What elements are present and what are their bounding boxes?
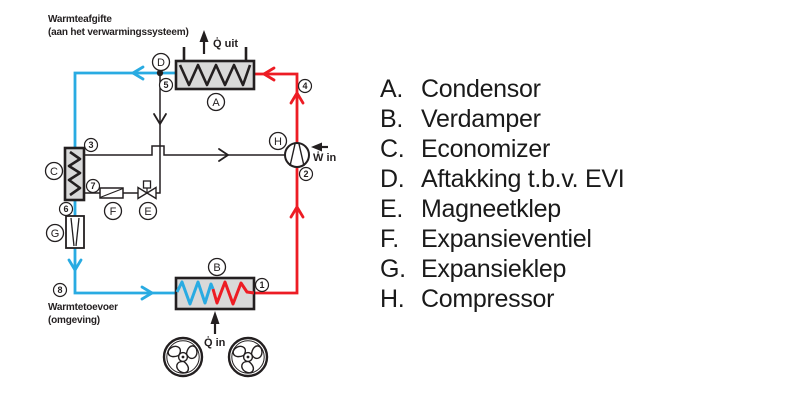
hot-refrigerant-line bbox=[254, 66, 305, 295]
w-in-label: Ẇ in bbox=[313, 151, 336, 164]
q-out-arrow bbox=[199, 30, 209, 54]
state-point-1: 1 bbox=[254, 277, 270, 293]
state-point-8: 8 bbox=[52, 282, 68, 298]
verdamper-hot-coil bbox=[211, 280, 255, 306]
state-point-3: 3 bbox=[83, 137, 99, 153]
legend-letter: B. bbox=[380, 105, 404, 133]
cold-flow-arrow-right bbox=[140, 285, 154, 301]
q-out-label: Q̇ uit bbox=[213, 37, 238, 50]
legend-letter: G. bbox=[380, 255, 406, 283]
evi-flow-arrow-right bbox=[218, 148, 229, 162]
heat-output-label-line2: (aan het verwarmingssysteem) bbox=[48, 26, 189, 38]
component-badge-economizer: C bbox=[44, 161, 64, 181]
heat-output-label: Warmteafgifte (aan het verwarmingssystee… bbox=[48, 14, 189, 39]
state-point-5: 5 bbox=[158, 77, 174, 93]
legend-letter: C. bbox=[380, 135, 405, 163]
legend-letter: A. bbox=[380, 75, 404, 103]
legend-item-compressor: H. Compressor bbox=[380, 284, 624, 314]
legend-letter: H. bbox=[380, 285, 405, 313]
svg-text:7: 7 bbox=[90, 181, 95, 191]
svg-text:5: 5 bbox=[163, 80, 168, 90]
component-badge-magneetklep: E bbox=[138, 201, 158, 221]
legend-item-magneetklep: E. Magneetklep bbox=[380, 194, 624, 224]
verdamper-cold-coil bbox=[175, 280, 215, 306]
legend-label: Magneetklep bbox=[421, 195, 561, 223]
svg-text:4: 4 bbox=[302, 81, 307, 91]
legend-label: Condensor bbox=[421, 75, 541, 103]
magneetklep-solenoid-valve-symbol bbox=[137, 180, 157, 200]
fan-icon-right bbox=[227, 336, 269, 378]
evi-branch-lines bbox=[84, 69, 285, 194]
svg-text:B: B bbox=[213, 262, 220, 274]
svg-text:H: H bbox=[274, 136, 282, 148]
component-badge-condensor: A bbox=[206, 92, 226, 112]
component-badge-verdamper: B bbox=[207, 257, 227, 277]
hot-flow-arrow-up-lower bbox=[289, 205, 305, 219]
legend-item-aftakking-evi: D. Aftakking t.b.v. EVI bbox=[380, 164, 625, 194]
cold-flow-arrow-down bbox=[67, 258, 83, 272]
hot-flow-arrow-left bbox=[262, 66, 276, 82]
svg-text:F: F bbox=[110, 206, 117, 218]
legend-letter: E. bbox=[380, 195, 404, 223]
svg-text:G: G bbox=[51, 228, 60, 240]
verdamper-heat-exchanger bbox=[174, 276, 256, 311]
legend-letter: F. bbox=[380, 225, 399, 253]
state-point-2: 2 bbox=[298, 166, 314, 182]
svg-text:C: C bbox=[50, 166, 58, 178]
state-point-6: 6 bbox=[58, 201, 74, 217]
svg-text:8: 8 bbox=[57, 285, 62, 295]
expansieventiel-symbol bbox=[99, 187, 124, 199]
legend-label: Expansieventiel bbox=[421, 225, 592, 253]
svg-text:D: D bbox=[157, 57, 165, 69]
heat-input-label-line1: Warmtetoevoer bbox=[48, 302, 118, 313]
component-badge-expansieventiel: F bbox=[103, 201, 123, 221]
heat-input-label-line2: (omgeving) bbox=[48, 314, 100, 326]
heat-input-label: Warmtetoevoer (omgeving) bbox=[48, 302, 118, 327]
legend-item-economizer: C. Economizer bbox=[380, 134, 624, 164]
svg-text:E: E bbox=[144, 206, 151, 218]
q-in-label: Q̇ in bbox=[204, 336, 226, 349]
w-in-arrow bbox=[311, 142, 328, 152]
svg-text:A: A bbox=[212, 97, 220, 109]
legend-item-expansieklep: G. Expansieklep bbox=[380, 254, 624, 284]
component-badge-compressor: H bbox=[268, 131, 288, 151]
legend-item-condensor: A. Condensor bbox=[380, 74, 624, 104]
hot-flow-arrow-up-upper bbox=[289, 91, 305, 105]
evi-tap-junction-dot bbox=[156, 69, 164, 77]
component-badge-aftakking-evi: D bbox=[151, 52, 171, 72]
legend-label: Verdamper bbox=[421, 105, 541, 133]
q-in-arrow bbox=[210, 311, 220, 334]
svg-text:2: 2 bbox=[303, 169, 308, 179]
legend-label: Economizer bbox=[421, 135, 550, 163]
state-point-7: 7 bbox=[85, 178, 101, 194]
fan-icon-left bbox=[162, 336, 204, 378]
component-legend: A. Condensor B. Verdamper C. Economizer … bbox=[380, 74, 625, 314]
compressor-symbol bbox=[284, 142, 310, 168]
legend-label: Expansieklep bbox=[421, 255, 567, 283]
legend-item-verdamper: B. Verdamper bbox=[380, 104, 624, 134]
legend-label: Compressor bbox=[421, 285, 555, 313]
evi-flow-arrow-down bbox=[153, 113, 167, 125]
expansieklep-symbol bbox=[65, 215, 85, 249]
svg-text:6: 6 bbox=[63, 204, 68, 214]
legend-label: Aftakking t.b.v. EVI bbox=[421, 165, 625, 193]
cold-flow-arrow-left bbox=[131, 65, 145, 81]
heat-output-label-line1: Warmteafgifte bbox=[48, 14, 112, 25]
state-point-4: 4 bbox=[297, 78, 313, 94]
economizer-heat-exchanger bbox=[63, 146, 86, 202]
legend-item-expansieventiel: F. Expansieventiel bbox=[380, 224, 624, 254]
legend-letter: D. bbox=[380, 165, 405, 193]
condensor-heat-exchanger bbox=[174, 47, 256, 91]
svg-text:1: 1 bbox=[259, 280, 264, 290]
svg-text:3: 3 bbox=[88, 140, 93, 150]
component-badge-expansieklep: G bbox=[45, 223, 65, 243]
